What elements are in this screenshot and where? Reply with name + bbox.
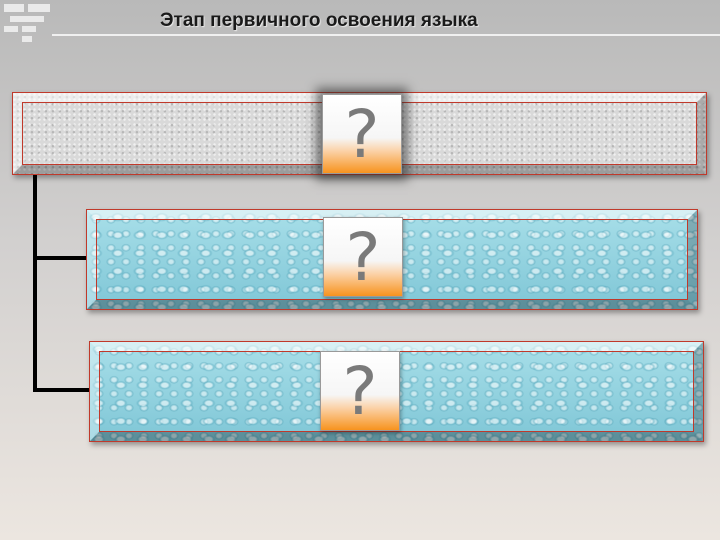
- question-mark-icon: ?: [342, 353, 378, 430]
- question-mark-icon: ?: [344, 96, 380, 173]
- connector-branch-3: [33, 388, 91, 392]
- connector-branch-2: [33, 256, 87, 260]
- question-tile-1: ?: [322, 94, 402, 174]
- slide-title: Этап первичного освоения языка: [160, 10, 478, 31]
- question-tile-2: ?: [323, 217, 403, 297]
- question-tile-3: ?: [320, 351, 400, 431]
- question-mark-icon: ?: [345, 219, 381, 296]
- title-underline: [52, 34, 720, 36]
- connector-vertical: [33, 174, 37, 392]
- corner-decoration: [0, 0, 60, 50]
